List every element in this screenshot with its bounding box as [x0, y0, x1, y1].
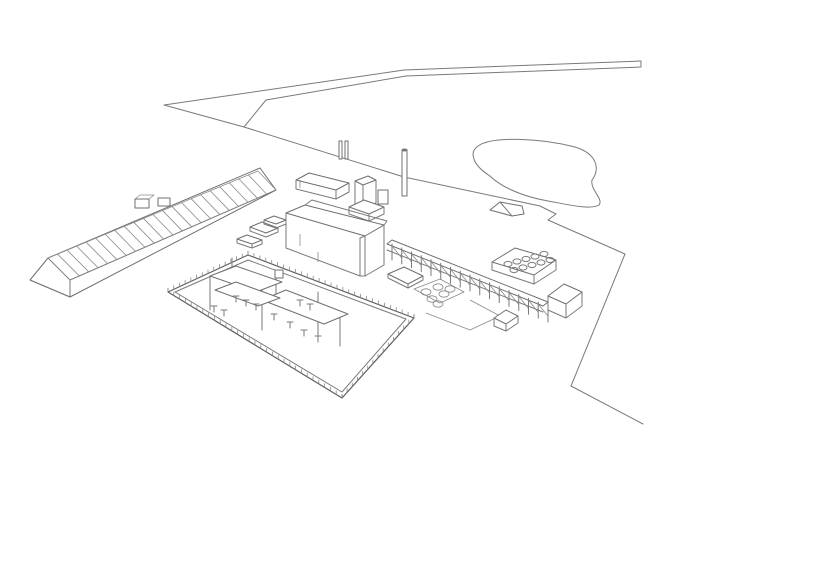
site-boundary [163, 60, 644, 425]
switch-gear-mark [296, 299, 304, 307]
cooling-fan-icon [438, 290, 450, 298]
rack-brace [401, 249, 412, 263]
shed-rib [248, 174, 267, 195]
switch-gear-mark [300, 329, 308, 337]
rack-brace [459, 272, 471, 286]
cooling-fan-icon [509, 266, 519, 274]
switch-gear-mark [314, 335, 322, 343]
rack-brace [508, 292, 520, 305]
turbine-hall [285, 199, 388, 277]
rack-brace [479, 280, 490, 294]
shed-rib [104, 233, 127, 256]
cooling-fan-icon [536, 259, 546, 266]
shed-rib [76, 245, 99, 269]
right-buildings [489, 201, 583, 332]
auxiliary-blocks [236, 215, 287, 249]
rack-brace [430, 261, 442, 274]
switch-gear-mark [220, 309, 228, 317]
chimney-icon [401, 149, 408, 197]
cooling-fan-icon [530, 253, 540, 260]
air-cooled-condenser [491, 247, 557, 285]
shed-rib [152, 214, 174, 236]
rack-brace [440, 265, 451, 278]
shed-rib [257, 170, 277, 191]
shed-rib [57, 253, 80, 277]
pond [472, 138, 601, 208]
cooling-fan-icon [539, 250, 549, 258]
shed-rib [124, 226, 146, 248]
cooling-fan-icon [432, 283, 444, 291]
shed-rib [143, 218, 164, 240]
cooling-fan-icon [420, 288, 432, 296]
shed-rib [190, 198, 211, 219]
cooling-fan-icon [432, 300, 444, 308]
shed-rib [114, 230, 136, 252]
cooling-fan-icon [503, 260, 513, 268]
cooling-fan-icon [521, 255, 531, 263]
switch-gear-mark [270, 313, 278, 321]
shed-rib [171, 206, 193, 228]
chimneys [338, 140, 408, 197]
coal-storage-shed [29, 167, 277, 298]
shed-rib [133, 222, 155, 244]
switch-gear-mark [306, 303, 314, 311]
pipe-rack [386, 239, 549, 323]
rack-brace [411, 253, 422, 267]
shed-rib [238, 178, 258, 199]
shed-rib [219, 186, 239, 207]
switch-gear-mark [252, 303, 260, 311]
shed-rib [229, 182, 249, 203]
shed-rib [200, 194, 221, 215]
shed-rib [66, 249, 90, 273]
switchyard [167, 251, 415, 399]
shed-rib [209, 190, 230, 211]
rack-brace [537, 303, 549, 317]
shed-rib [162, 210, 183, 232]
cooling-fan-icon [545, 256, 555, 264]
cooling-fans-block [413, 278, 501, 331]
rack-brace [518, 296, 529, 309]
cooling-fan-icon [527, 261, 537, 269]
boiler-house [295, 172, 389, 222]
shed-rib [47, 257, 71, 281]
shed-rib [85, 241, 108, 264]
switch-gear-mark [242, 299, 250, 307]
shed-rib [181, 202, 202, 224]
rack-brace [469, 276, 481, 290]
rack-brace [420, 257, 432, 270]
rack-brace [528, 299, 539, 313]
rack-brace [498, 288, 510, 301]
rack-brace [391, 245, 403, 259]
shed-rib [95, 237, 118, 260]
switch-gear-mark [286, 321, 294, 329]
cooling-fan-icon [444, 285, 456, 293]
transformer-pads [387, 266, 424, 289]
rack-brace [450, 268, 461, 282]
cooling-fan-icon [426, 295, 438, 303]
switch-gear-mark [232, 295, 240, 303]
switch-gear-mark [210, 305, 218, 313]
rack-brace [489, 284, 500, 298]
cooling-fan-icon [512, 258, 522, 265]
cooling-fan-icon [518, 264, 528, 271]
